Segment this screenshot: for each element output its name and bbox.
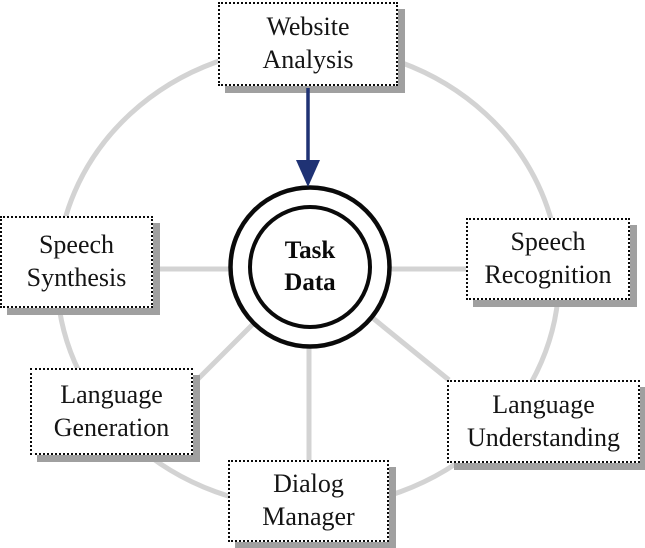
hub-label-line: Task: [284, 236, 336, 264]
hub-label-line: Data: [284, 269, 336, 296]
node-language-understanding: Language Understanding: [447, 380, 640, 463]
node-dialog-manager: Dialog Manager: [228, 460, 389, 542]
node-label-line: Synthesis: [26, 263, 127, 292]
node-label-line: Generation: [53, 412, 170, 442]
hub-label-task-data: Task Data: [250, 230, 370, 304]
node-label-line: Recognition: [484, 260, 612, 289]
node-label-line: Website: [266, 12, 350, 42]
node-speech-recognition: Speech Recognition: [466, 218, 630, 300]
node-label-line: Manager: [262, 502, 355, 531]
node-label-line: Analysis: [262, 45, 354, 74]
node-label-line: Speech: [38, 230, 115, 260]
node-label-line: Language: [492, 389, 595, 419]
node-speech-synthesis: Speech Synthesis: [0, 216, 153, 308]
node-website-analysis: Website Analysis: [218, 2, 398, 86]
node-label-line: Language: [60, 379, 163, 409]
node-label-line: Dialog: [273, 469, 344, 499]
node-label-line: Speech: [510, 227, 586, 257]
node-label-line: Understanding: [466, 422, 621, 452]
node-language-generation: Language Generation: [30, 368, 193, 455]
